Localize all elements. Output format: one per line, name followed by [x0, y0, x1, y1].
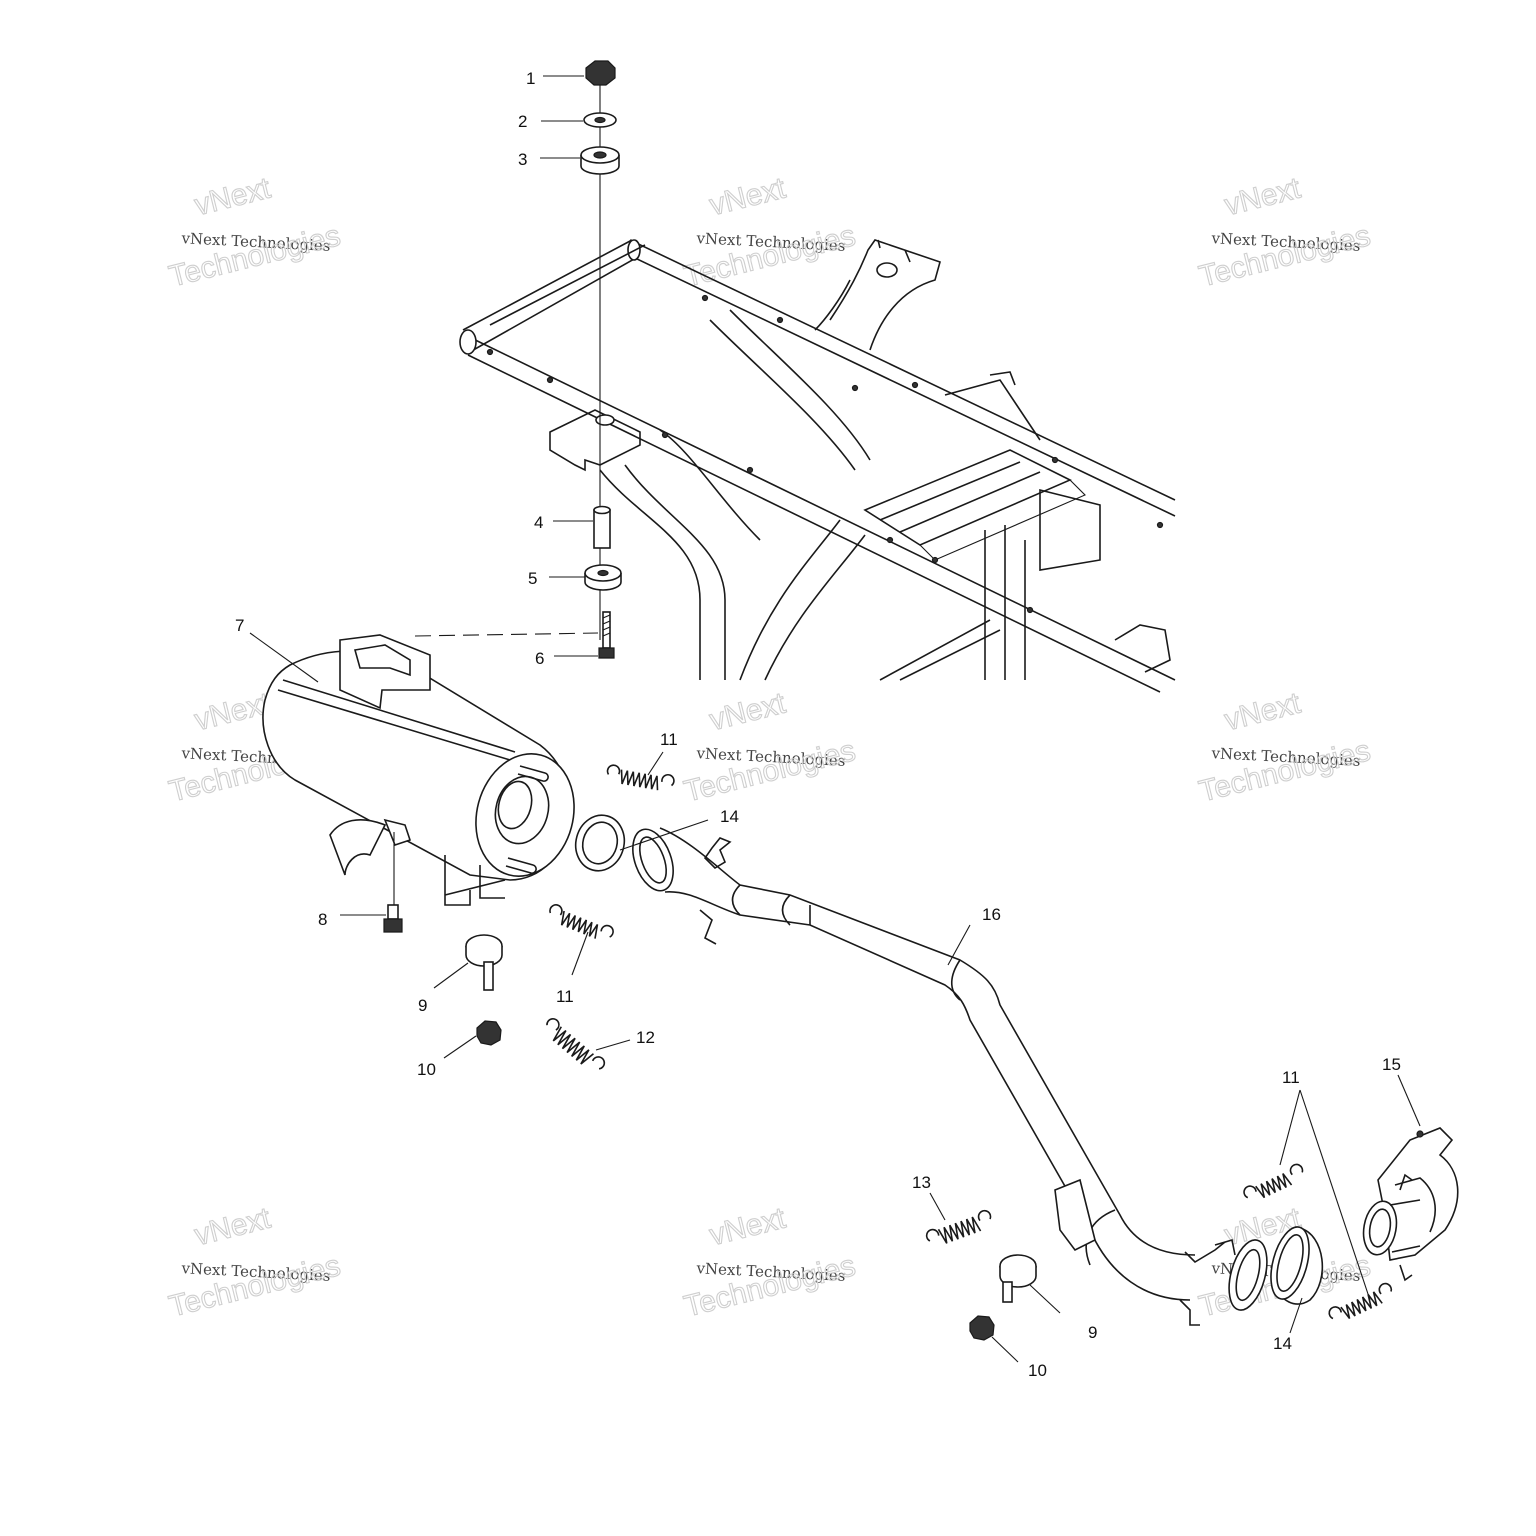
callout-11-right: 11	[1282, 1068, 1300, 1087]
alignment-line	[414, 632, 599, 637]
svg-text:vNext: vNext	[1221, 687, 1304, 738]
callout-5: 5	[528, 569, 537, 588]
part-10-nut	[476, 1020, 502, 1046]
part-1-nut	[585, 60, 616, 86]
svg-text:vNext: vNext	[706, 687, 789, 738]
part-10-nut	[969, 1315, 995, 1341]
part-13-spring	[925, 1209, 992, 1244]
part-11-spring	[606, 764, 675, 791]
callout-8: 8	[318, 910, 327, 929]
svg-text:vNext: vNext	[191, 172, 274, 223]
part-2-washer	[583, 112, 617, 128]
part-14-gasket	[1270, 1226, 1324, 1305]
svg-text:vNext: vNext	[1221, 172, 1304, 223]
callout-7: 7	[235, 616, 244, 635]
callout-9: 9	[418, 996, 427, 1015]
springs	[546, 764, 1393, 1320]
part-9-grommet	[465, 934, 503, 991]
callout-6: 6	[535, 649, 544, 668]
leader-lines	[249, 75, 1421, 1363]
svg-text:vNext: vNext	[191, 687, 274, 738]
watermark: vNext vNext Technologies Technologies	[680, 686, 859, 809]
callout-2: 2	[518, 112, 527, 131]
svg-text:vNext: vNext	[706, 172, 789, 223]
watermark: vNext vNext Technologies Technologies	[165, 1201, 344, 1324]
watermark: vNext vNext Technologies Technologies	[1195, 171, 1374, 294]
tube-end	[459, 329, 477, 355]
watermark: vNext vNext Technologies Technologies	[1195, 686, 1374, 809]
part-9-grommet	[999, 1254, 1037, 1303]
part-11-spring	[549, 904, 614, 939]
callout-10: 10	[417, 1060, 436, 1079]
part-14-gasket	[574, 814, 626, 872]
callout-10-lower: 10	[1028, 1361, 1047, 1380]
part-4-sleeve	[593, 505, 611, 549]
svg-text:vNext: vNext	[191, 1202, 274, 1253]
part-3-grommet	[580, 146, 620, 175]
part-6-bolt	[598, 611, 615, 659]
callout-4: 4	[534, 513, 543, 532]
part-5-grommet	[584, 564, 622, 591]
callout-11: 11	[660, 730, 678, 749]
watermark: vNext vNext Technologies Technologies	[165, 171, 344, 294]
part-15-exhaust-manifold	[1362, 1127, 1459, 1282]
part-7-muffler	[262, 634, 575, 906]
callout-14-lower: 14	[1273, 1334, 1292, 1353]
part-11-spring	[1328, 1282, 1393, 1320]
part-16-exhaust-pipe	[632, 827, 1268, 1326]
callout-16: 16	[982, 905, 1001, 924]
part-8-bolt	[383, 904, 403, 933]
watermark: vNext vNext Technologies Technologies	[680, 171, 859, 294]
svg-text:vNext: vNext	[706, 1202, 789, 1253]
watermark: vNext vNext Technologies Technologies	[680, 1201, 859, 1324]
mount-hardware	[414, 60, 622, 659]
callout-12: 12	[636, 1028, 655, 1047]
frame	[459, 239, 1176, 693]
callout-14: 14	[720, 807, 739, 826]
callout-11-lower: 11	[556, 987, 574, 1006]
part-11-spring	[1243, 1163, 1304, 1199]
callout-13: 13	[912, 1173, 931, 1192]
callout-15: 15	[1382, 1055, 1401, 1074]
callout-3: 3	[518, 150, 527, 169]
callout-labels: 1 2 3 4 5 6 7 8 9 10 11 12 14 16 11 11 1…	[235, 69, 1401, 1380]
callout-1: 1	[526, 69, 535, 88]
mount-hole	[595, 414, 615, 426]
callout-9-lower: 9	[1088, 1323, 1097, 1342]
frame-hole	[876, 262, 898, 278]
part-12-spring	[546, 1018, 606, 1070]
